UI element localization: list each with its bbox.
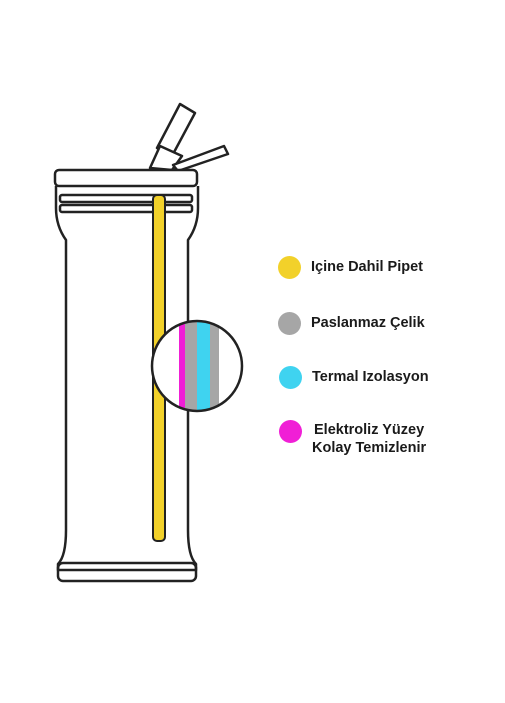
magenta-dot-icon — [279, 420, 302, 443]
legend-item-steel: Paslanmaz Çelik — [278, 312, 425, 335]
yellow-dot-icon — [278, 256, 301, 279]
legend-label: Termal Izolasyon — [312, 369, 429, 385]
bottle-body — [54, 186, 200, 583]
legend-item-insulation: Termal Izolasyon — [279, 366, 429, 389]
legend-item-straw: Içine Dahil Pipet — [278, 256, 423, 279]
cyan-dot-icon — [279, 366, 302, 389]
legend-label: Içine Dahil Pipet — [311, 259, 423, 275]
cross-section-magnifier-icon — [150, 319, 244, 413]
straw-top-icon — [148, 102, 230, 173]
legend-label: Paslanmaz Çelik — [311, 315, 425, 331]
legend-item-electrolysis: Elektroliz Yüzey Kolay Temizlenir — [279, 419, 426, 457]
legend-label: Elektroliz Yüzey Kolay Temizlenir — [312, 422, 427, 456]
bottle-lid — [53, 168, 199, 214]
gray-dot-icon — [278, 312, 301, 335]
